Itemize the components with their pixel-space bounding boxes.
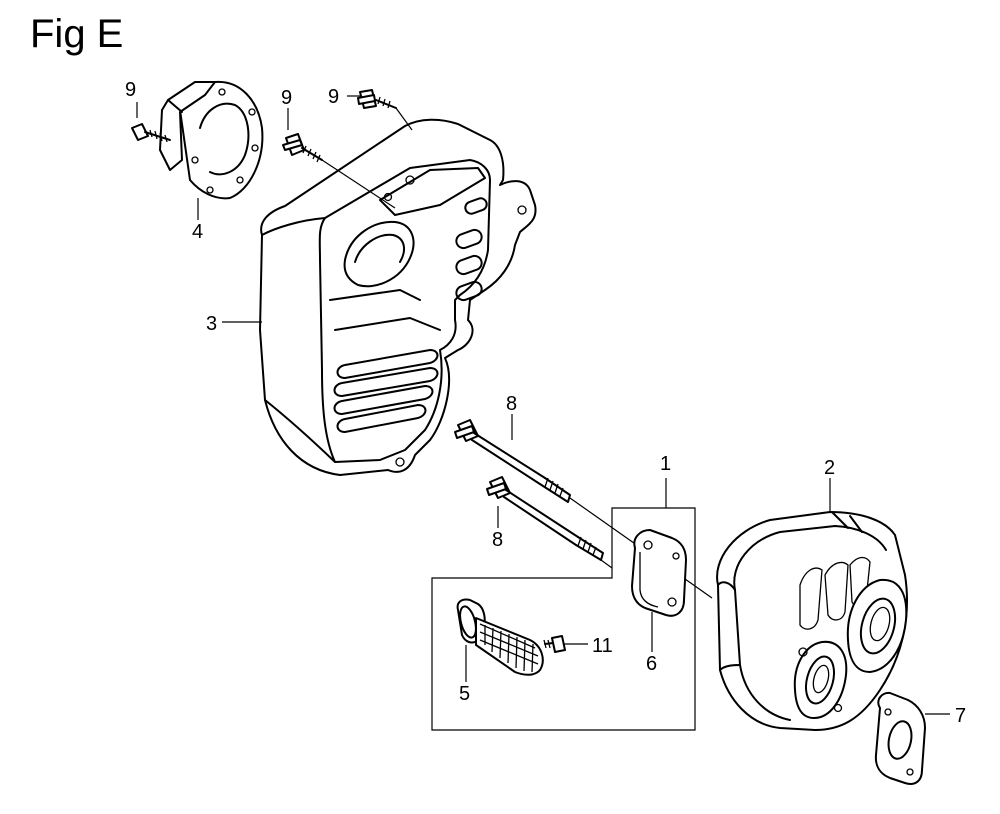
louvre-slots xyxy=(333,349,439,433)
kit-group-box xyxy=(431,507,696,731)
callout-2: 2 xyxy=(824,457,835,479)
bolt-8-lower xyxy=(486,476,613,569)
callout-8-lower: 8 xyxy=(492,529,503,551)
callout-9-top: 9 xyxy=(328,86,339,108)
exhaust-gasket-part xyxy=(874,691,926,785)
bolt-9-top xyxy=(357,89,413,131)
screw-11 xyxy=(543,635,566,653)
callout-7: 7 xyxy=(955,705,966,727)
figure-title: Fig E xyxy=(30,12,124,56)
muffler-part xyxy=(716,511,908,731)
callout-labels: 9 4 9 9 3 8 8 1 2 6 5 11 7 xyxy=(125,79,966,727)
callout-11: 11 xyxy=(592,635,613,657)
callout-8-upper: 8 xyxy=(506,393,517,415)
leader-lines xyxy=(136,95,950,715)
callout-6: 6 xyxy=(646,653,657,675)
screw-10 xyxy=(131,123,171,143)
exhaust-deflector-part xyxy=(159,80,264,200)
bolt-9-left xyxy=(282,133,396,209)
callout-9-left: 9 xyxy=(281,87,292,109)
spark-arrester-part xyxy=(456,598,544,676)
muffler-protector-part xyxy=(259,118,537,476)
gasket-plate-part xyxy=(631,529,687,617)
callout-5: 5 xyxy=(459,683,470,705)
callout-1: 1 xyxy=(660,453,671,475)
callout-10: 9 xyxy=(125,79,136,101)
callout-3: 3 xyxy=(206,313,217,335)
callout-4: 4 xyxy=(192,221,203,243)
